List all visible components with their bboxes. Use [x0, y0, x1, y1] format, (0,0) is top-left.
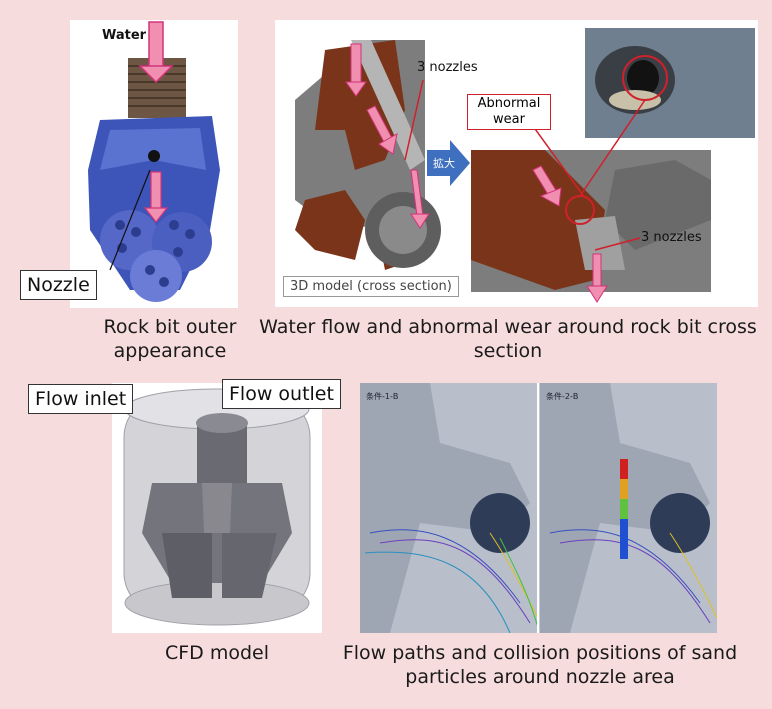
cfd-model-caption: CFD model [164, 642, 270, 664]
nozzles-label-bottom: 3 nozzles [641, 230, 702, 245]
cross-section-panel: 3 nozzles 3 nozzles 拡大 Abnormal wear 3D … [275, 20, 758, 307]
flow-paths-caption: Flow paths and collision positions of sa… [342, 642, 738, 688]
cfd-model-panel [112, 383, 322, 633]
nozzle-callout: Nozzle [20, 270, 97, 300]
abnormal-wear-label: Abnormal wear [467, 94, 551, 130]
cross-section-illustration [295, 28, 755, 303]
nozzle-arrow [143, 171, 169, 223]
flow-paths-panel: 条件-1-B 条件-2-B [360, 383, 717, 633]
rock-bit-caption: Rock bit outer appearance [103, 316, 237, 362]
nozzles-label-top: 3 nozzles [417, 60, 478, 75]
rock-bit-photo: Water [70, 20, 238, 308]
rock-bit-illustration [88, 21, 220, 302]
cross-section-caption: Water flow and abnormal wear around rock… [259, 316, 757, 362]
zoom-glyph: 拡大 [433, 157, 455, 170]
water-arrow [138, 21, 174, 84]
flow-inlet-callout: Flow inlet [28, 384, 134, 414]
model-label: 3D model (cross section) [283, 276, 459, 297]
condition-1-label: 条件-1-B [366, 392, 399, 401]
cfd-model-illustration [123, 388, 311, 626]
water-label: Water [102, 28, 147, 43]
flow-outlet-callout: Flow outlet [222, 379, 341, 409]
condition-2-label: 条件-2-B [546, 392, 579, 401]
flow-paths-illustration [360, 383, 717, 633]
